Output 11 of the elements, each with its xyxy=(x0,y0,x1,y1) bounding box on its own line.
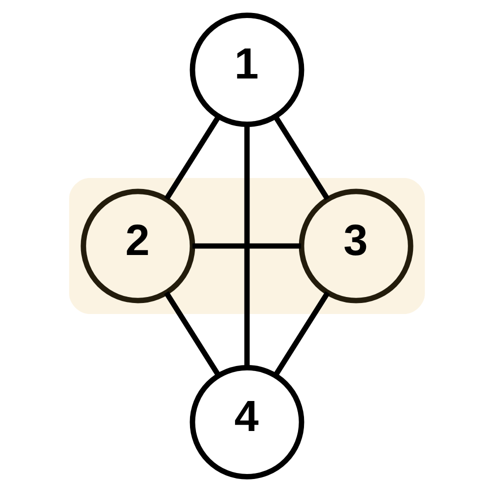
node-circle: 4 xyxy=(190,364,304,480)
connector xyxy=(192,243,302,249)
connector xyxy=(273,291,330,377)
cluster xyxy=(69,178,425,314)
connector xyxy=(164,291,221,377)
connector xyxy=(273,115,330,200)
node-circle: 3 xyxy=(298,188,414,304)
connector xyxy=(164,115,221,200)
connector xyxy=(244,124,250,368)
node-circle: 1 xyxy=(190,12,304,128)
node-circle: 2 xyxy=(80,188,196,304)
